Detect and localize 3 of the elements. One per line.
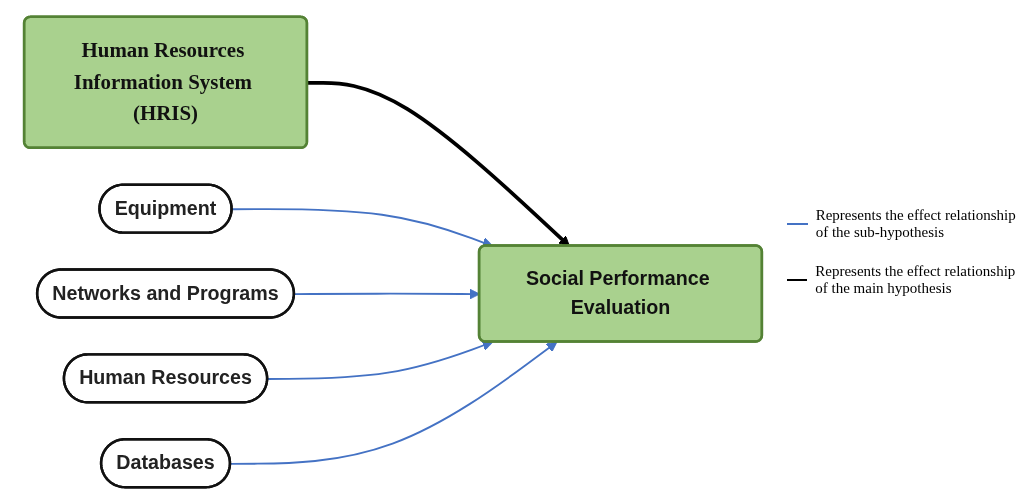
arrow xyxy=(229,341,558,465)
legend-text: Represents the effect relationship of the sub-hypothesis xyxy=(815,207,1016,241)
legend-text: Represents the effect relationship of the main hypothesis xyxy=(815,263,1016,297)
